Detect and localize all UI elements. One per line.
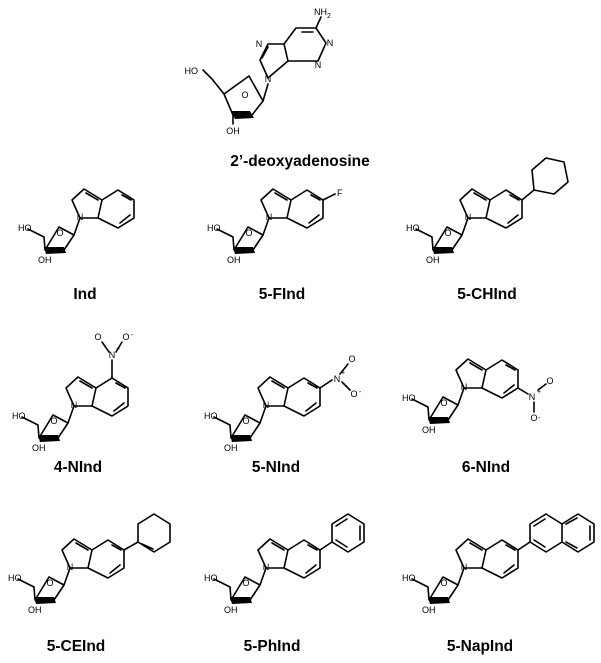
nitro-plus: +: [537, 389, 541, 396]
nitro-plus: +: [341, 370, 345, 377]
compound-5-nind: N + O O - HO OH O N: [204, 354, 362, 453]
nitro-o1-label: O: [94, 332, 101, 342]
nitro-n-label: N: [334, 374, 341, 384]
compound-name-4-nind: 4-NInd: [54, 459, 102, 476]
deoxyribose-ring: [202, 69, 269, 125]
ho-label: HO: [406, 223, 420, 233]
compound-5-phind: HO OH O N: [204, 513, 365, 615]
fluoro-label: F: [337, 188, 343, 198]
ring-oxygen-label: O: [245, 228, 252, 238]
oh-label: OH: [426, 255, 440, 265]
ring-oxygen-label: O: [440, 398, 447, 408]
ho-label: HO: [402, 393, 416, 403]
oh-label: OH: [224, 605, 238, 615]
nh2-label: NH2: [314, 7, 331, 20]
ring-oxygen-label: O: [242, 578, 249, 588]
n3-label: N: [315, 60, 322, 70]
ho-label: HO: [8, 573, 22, 583]
nitro-o1-label: O: [348, 354, 355, 364]
ho-label: HO: [18, 223, 32, 233]
compound-5-ceind: HO OH O N: [8, 513, 171, 615]
n9-label: N: [265, 74, 272, 84]
indole-n-label: N: [77, 212, 84, 222]
nitro-n-label: N: [109, 350, 116, 360]
nitro-minus: -: [131, 332, 134, 339]
nitro-o2-label: O: [122, 332, 129, 342]
nitro-minus: -: [359, 389, 362, 396]
nitro-n-label: N: [529, 392, 536, 402]
oh-label: OH: [28, 605, 42, 615]
ho-label: HO: [204, 573, 218, 583]
indole-n-label: N: [266, 212, 273, 222]
n1-label: N: [327, 38, 334, 48]
ho-label: HO: [207, 223, 221, 233]
compound-4-nind: N + O O - HO OH O N: [12, 332, 134, 453]
ring-oxygen-label: O: [46, 578, 53, 588]
oh-label: OH: [226, 126, 240, 136]
nitro-o2-label: O: [530, 413, 537, 423]
oh-label: OH: [38, 255, 52, 265]
compound-5-find: F HO OH O N: [207, 188, 343, 265]
n7-label: N: [256, 39, 263, 49]
oh-label: OH: [224, 443, 238, 453]
compound-name-5-find: 5-FInd: [259, 286, 306, 303]
oh-label: OH: [422, 605, 436, 615]
ring-oxygen-label: O: [50, 416, 57, 426]
compound-name-5-ceind: 5-CEInd: [47, 638, 106, 655]
compound-6-nind: N + O O - HO OH O N: [402, 358, 554, 435]
indole-n-label: N: [71, 400, 78, 410]
ho-label: HO: [185, 66, 199, 76]
indole-n-label: N: [461, 562, 468, 572]
indole-n-label: N: [263, 562, 270, 572]
ho-label: HO: [204, 411, 218, 421]
indole-n-label: N: [461, 382, 468, 392]
ring-oxygen-label: O: [440, 578, 447, 588]
indole-n-label: N: [263, 400, 270, 410]
compound-ind: HO OH O N: [18, 188, 135, 265]
nitro-plus: +: [116, 346, 120, 353]
compound-name-5-chind: 5-CHInd: [457, 286, 516, 303]
adenine-base: [259, 16, 327, 79]
indole-n-label: N: [67, 562, 74, 572]
ring-oxygen-label: O: [241, 90, 248, 100]
compound-name-5-nind: 5-NInd: [252, 459, 300, 476]
ho-label: HO: [402, 573, 416, 583]
compound-5-napind: HO OH O N: [402, 513, 595, 615]
ho-label: HO: [12, 411, 26, 421]
oh-label: OH: [32, 443, 46, 453]
oh-label: OH: [422, 425, 436, 435]
nitro-o1-label: O: [546, 376, 553, 386]
indole-n-label: N: [465, 212, 472, 222]
nitro-minus: -: [538, 415, 541, 422]
compound-name-5-phind: 5-PhInd: [244, 638, 301, 655]
deoxyadenosine-name: 2’-deoxyadenosine: [230, 153, 370, 170]
compound-5-chind: HO OH O N: [406, 157, 569, 265]
compound-name-6-nind: 6-NInd: [462, 459, 510, 476]
ring-oxygen-label: O: [444, 228, 451, 238]
nitro-o2-label: O: [350, 389, 357, 399]
oh-label: OH: [227, 255, 241, 265]
compound-name-ind: Ind: [73, 286, 96, 303]
deoxyadenosine-structure: HO OH O N N N N NH2 2’-deoxyadenosine: [185, 7, 371, 170]
compound-name-5-napind: 5-NapInd: [447, 638, 513, 655]
ring-oxygen-label: O: [56, 228, 63, 238]
ring-oxygen-label: O: [242, 416, 249, 426]
